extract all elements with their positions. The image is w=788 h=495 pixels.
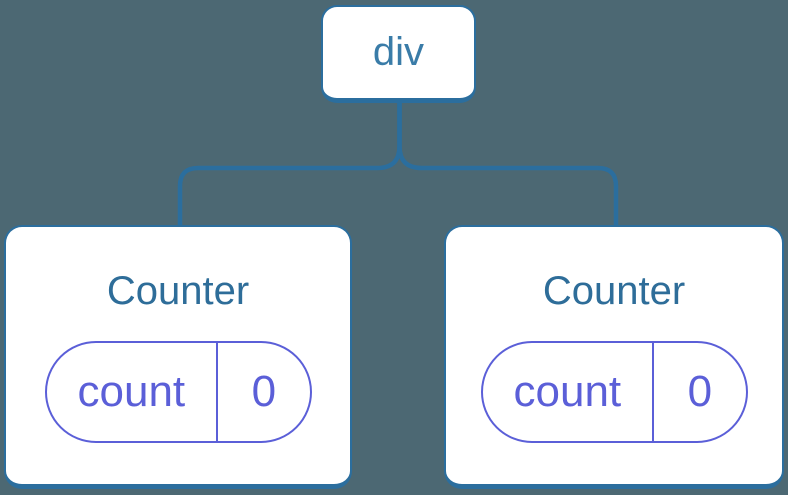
- component-title: Counter: [106, 269, 250, 313]
- state-value: 0: [652, 343, 745, 441]
- state-value: 0: [216, 343, 309, 441]
- state-key: count: [77, 367, 186, 416]
- state-pill: count 0: [44, 341, 312, 443]
- root-node-label: div: [372, 30, 425, 74]
- state-pill: count 0: [480, 341, 748, 443]
- connector-left-branch: [177, 101, 402, 227]
- state-key: count: [513, 367, 622, 416]
- component-title: Counter: [542, 269, 686, 313]
- counter-card-2: Counter count 0: [444, 225, 784, 489]
- counter-card-1: Counter count 0: [4, 225, 352, 489]
- connector-right-branch: [397, 101, 619, 227]
- root-node-div: div: [321, 5, 476, 103]
